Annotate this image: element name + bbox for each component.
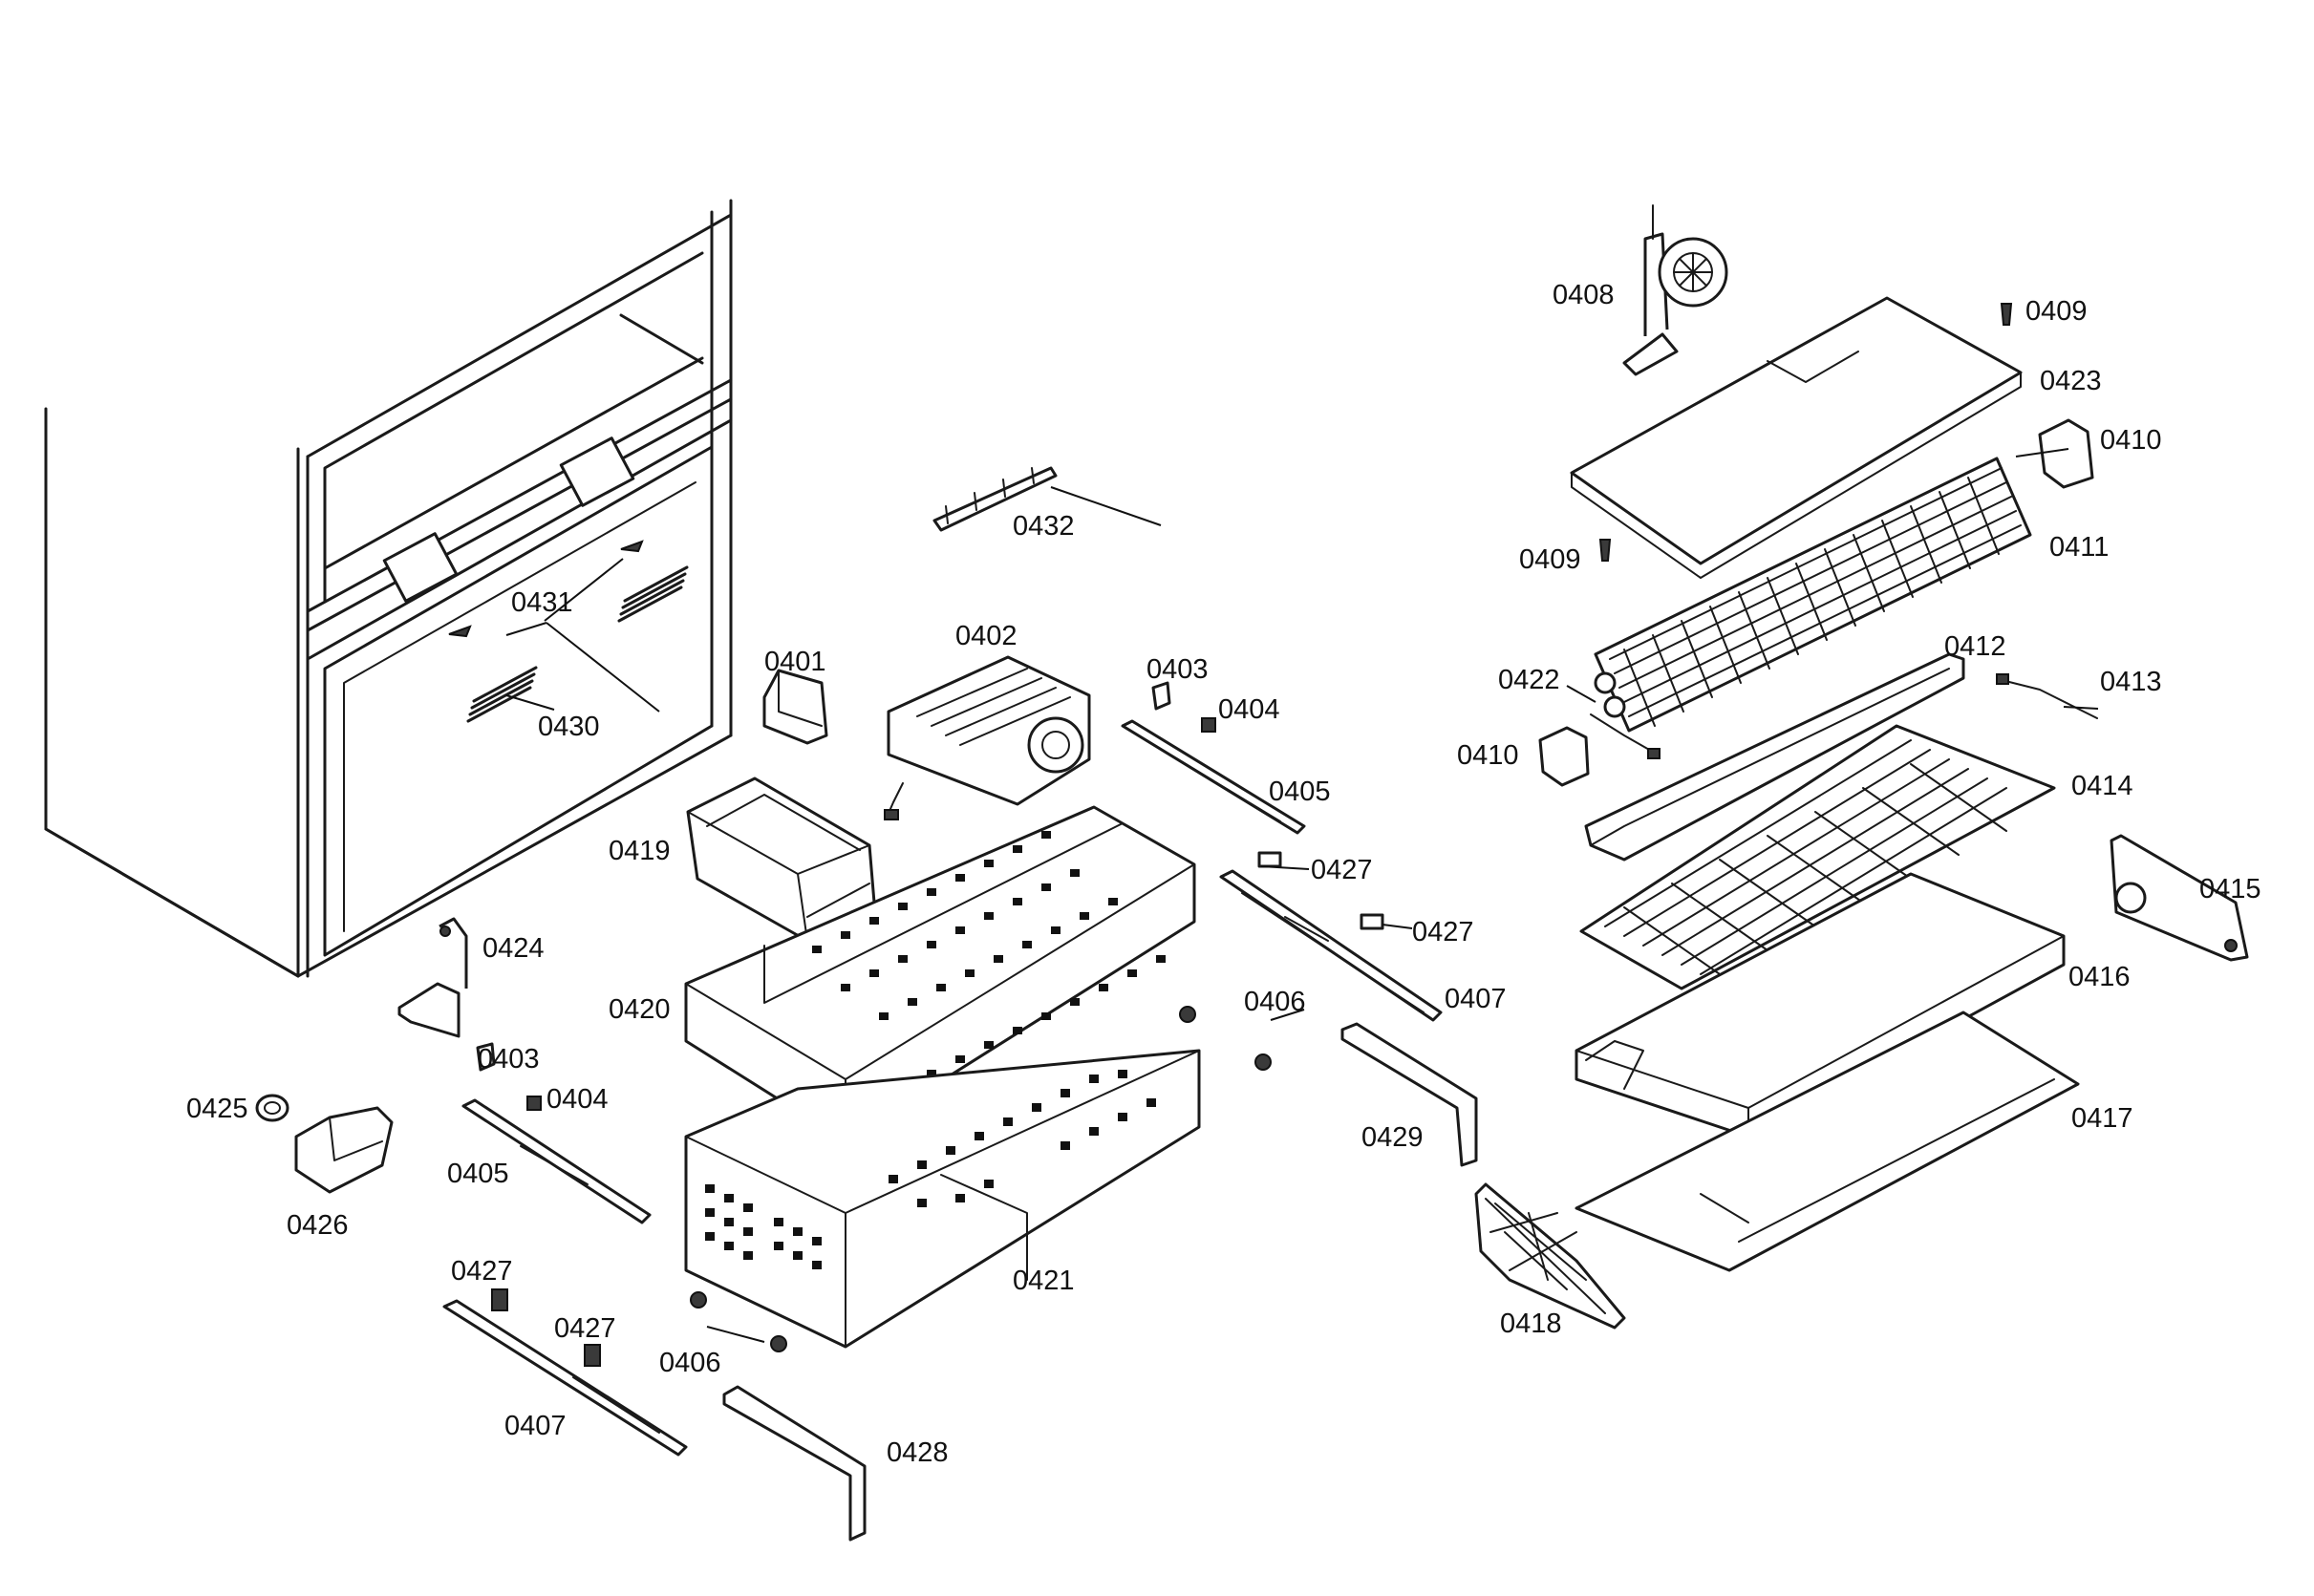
label-0405-left: 0405 (447, 1159, 509, 1189)
label-0407-left: 0407 (504, 1411, 567, 1441)
part-0408-fan (1622, 204, 1728, 376)
label-0420: 0420 (609, 994, 671, 1025)
label-0427-left-b: 0427 (554, 1313, 616, 1344)
label-0425: 0425 (186, 1094, 248, 1124)
label-0405-center: 0405 (1269, 777, 1331, 807)
label-0410-bottom: 0410 (1457, 740, 1519, 771)
cabinet-vent-left (382, 436, 635, 603)
label-0409-bottom: 0409 (1519, 544, 1581, 575)
label-0419: 0419 (609, 836, 671, 866)
part-0421-lower-basket (684, 1049, 1201, 1349)
part-0414-heater-rack (1579, 724, 2056, 990)
part-0420-upper-basket (684, 805, 1196, 1143)
label-0427-center-b: 0427 (1412, 917, 1474, 947)
part-0409-screws (1598, 303, 2013, 562)
label-0418: 0418 (1500, 1309, 1562, 1339)
label-0427-left-a: 0427 (451, 1256, 513, 1287)
cabinet-grille (466, 565, 689, 723)
part-0427-clip-center-b (1360, 913, 1384, 930)
part-0411-evaporator (1594, 457, 2032, 733)
label-0401: 0401 (764, 647, 826, 677)
label-0403-left: 0403 (478, 1044, 540, 1075)
label-0406-center: 0406 (1244, 987, 1306, 1017)
label-0409-top: 0409 (2025, 296, 2088, 327)
label-0412: 0412 (1944, 631, 2006, 662)
part-0426-housing (294, 1106, 394, 1194)
part-0403-clip-center (1151, 681, 1171, 711)
part-0422-sensor (1590, 713, 1661, 759)
label-0416: 0416 (2068, 962, 2131, 992)
part-0424-bracket (397, 917, 468, 1038)
label-0404-left: 0404 (546, 1084, 609, 1115)
refrigerator-cabinet (44, 199, 733, 978)
part-0407-slide-center (1219, 869, 1443, 1022)
label-0407-center: 0407 (1445, 984, 1507, 1014)
part-0427-clip-left-b (584, 1344, 601, 1367)
label-0403-center: 0403 (1146, 654, 1209, 685)
part-0406-stoppers (690, 1006, 1272, 1352)
label-0431: 0431 (511, 587, 573, 618)
part-0429-bracket (1340, 1022, 1478, 1167)
label-0404-center: 0404 (1218, 694, 1280, 725)
part-0423-cover-plate (1570, 296, 2023, 579)
label-0424: 0424 (482, 933, 545, 964)
label-0426: 0426 (287, 1210, 349, 1241)
label-0413: 0413 (2100, 667, 2162, 697)
part-0405-slide-center (1121, 719, 1306, 835)
part-0403-clip-left (476, 1042, 496, 1072)
part-labels: 0401 0402 0403 0404 0405 0427 0427 0407 … (186, 280, 2261, 1468)
label-0422: 0422 (1498, 665, 1560, 695)
part-0427-clip-left-a (491, 1288, 508, 1311)
label-0430: 0430 (538, 712, 600, 742)
label-0427-center-a: 0427 (1311, 855, 1373, 885)
part-0410-block-bottom (1538, 726, 1590, 787)
label-0402: 0402 (955, 621, 1018, 651)
part-0402-icemaker (884, 655, 1091, 820)
part-0413-sensor (1996, 673, 2098, 719)
part-0405-slide-left (461, 1098, 652, 1224)
part-0401-module (762, 669, 828, 745)
part-0415-bracket (2110, 834, 2249, 962)
part-0417-panel (1575, 1011, 2080, 1272)
part-0428-bracket (722, 1385, 867, 1542)
label-0423: 0423 (2040, 366, 2102, 396)
part-0432-rail (932, 466, 1058, 532)
label-0410-top: 0410 (2100, 425, 2162, 456)
part-0418-duct (1474, 1182, 1626, 1330)
label-0429: 0429 (1361, 1122, 1424, 1153)
part-0412-tray (1584, 652, 1965, 862)
part-0427-clip-center-a (1257, 851, 1282, 868)
part-0425-ring (255, 1094, 289, 1122)
part-0404-clip-center (1201, 717, 1216, 733)
label-0415: 0415 (2199, 874, 2261, 904)
label-0421: 0421 (1013, 1266, 1075, 1296)
label-0428: 0428 (887, 1437, 949, 1468)
label-0411: 0411 (2049, 532, 2109, 563)
label-0406-left: 0406 (659, 1348, 721, 1378)
label-0414: 0414 (2071, 771, 2133, 801)
part-0410-block-top (2038, 418, 2094, 489)
cabinet-screws (448, 540, 644, 638)
label-0432: 0432 (1013, 511, 1075, 542)
part-0404-clip-left (526, 1096, 542, 1111)
part-0407-slide-left (442, 1299, 688, 1457)
label-0417: 0417 (2071, 1103, 2133, 1134)
label-0408: 0408 (1553, 280, 1615, 310)
